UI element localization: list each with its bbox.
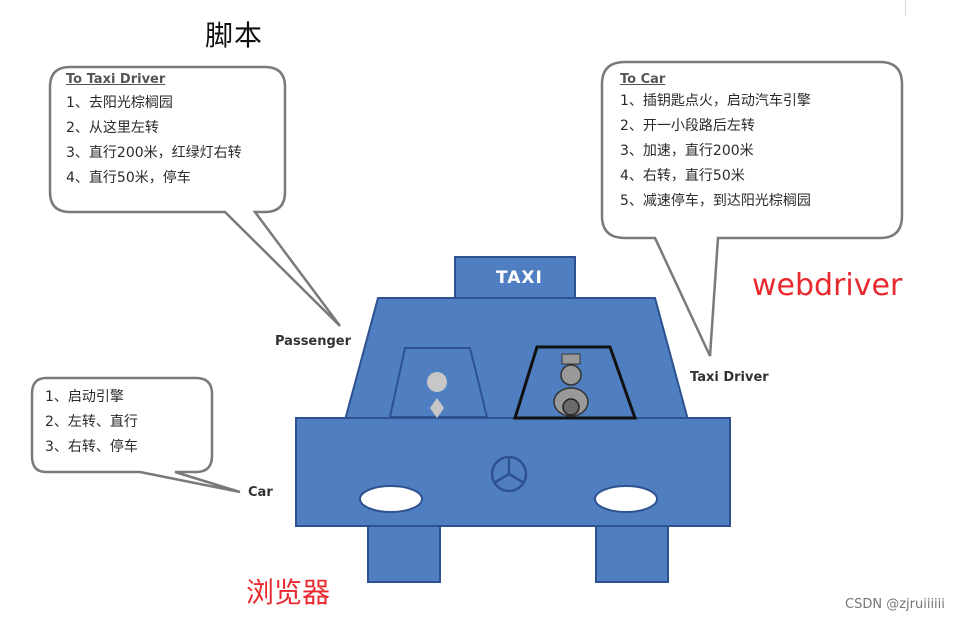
engine-step: 2、左转、直行: [45, 414, 138, 430]
engine-speech-bubble: [30, 376, 241, 494]
driver-window: [512, 345, 638, 420]
front-left-wheel: [367, 519, 441, 583]
divider-line: [905, 0, 906, 16]
taxi-driver-step: 3、直行200米，红绿灯右转: [66, 145, 242, 161]
mercedes-emblem-icon: [490, 455, 528, 493]
car-step: 3、加速，直行200米: [620, 143, 754, 159]
passenger-body-icon: [430, 398, 444, 418]
webdriver-annotation: webdriver: [752, 268, 903, 303]
page-title: 脚本: [205, 19, 264, 52]
taxi-driver-speech-bubble: [48, 65, 342, 327]
car-list: 1、插钥匙点火，启动汽车引擎 2、开一小段路后左转 3、加速，直行200米 4、…: [620, 89, 811, 214]
car-step: 5、减速停车，到达阳光棕榈园: [620, 193, 811, 209]
car-label: Car: [248, 485, 273, 500]
car-step: 2、开一小段路后左转: [620, 118, 755, 134]
right-headlight: [594, 485, 658, 513]
taxi-driver-step: 1、去阳光棕榈园: [66, 95, 173, 111]
car-bubble-heading: To Car: [620, 72, 666, 87]
engine-step: 3、右转、停车: [45, 439, 138, 455]
car-cabin: [343, 297, 690, 421]
taxi-driver-label: Taxi Driver: [690, 370, 769, 385]
taxi-driver-bubble-content: To Taxi Driver 1、去阳光棕榈园 2、从这里左转 3、直行200米…: [66, 72, 242, 191]
taxi-driver-bubble-heading: To Taxi Driver: [66, 72, 166, 87]
driver-figure-icon: [553, 353, 589, 417]
passenger-label: Passenger: [275, 334, 352, 349]
taxi-car: [295, 256, 731, 583]
passenger-head-icon: [427, 372, 447, 392]
taxi-driver-step: 2、从这里左转: [66, 120, 159, 136]
taxi-driver-list: 1、去阳光棕榈园 2、从这里左转 3、直行200米，红绿灯右转 4、直行50米，…: [66, 91, 242, 191]
browser-annotation: 浏览器: [246, 576, 331, 609]
car-step: 4、右转，直行50米: [620, 168, 745, 184]
left-headlight: [359, 485, 423, 513]
front-right-wheel: [595, 519, 669, 583]
car-speech-bubble: [600, 60, 904, 357]
passenger-window: [388, 347, 489, 418]
watermark: CSDN @zjruiiiiii: [845, 597, 945, 612]
taxi-sign-text: TAXI: [496, 268, 543, 288]
engine-step: 1、启动引擎: [45, 389, 124, 405]
engine-list: 1、启动引擎 2、左转、直行 3、右转、停车: [45, 385, 138, 460]
car-step: 1、插钥匙点火，启动汽车引擎: [620, 93, 811, 109]
taxi-driver-step: 4、直行50米，停车: [66, 170, 191, 186]
car-body: [295, 417, 731, 527]
car-bubble-content: To Car 1、插钥匙点火，启动汽车引擎 2、开一小段路后左转 3、加速，直行…: [620, 72, 811, 214]
